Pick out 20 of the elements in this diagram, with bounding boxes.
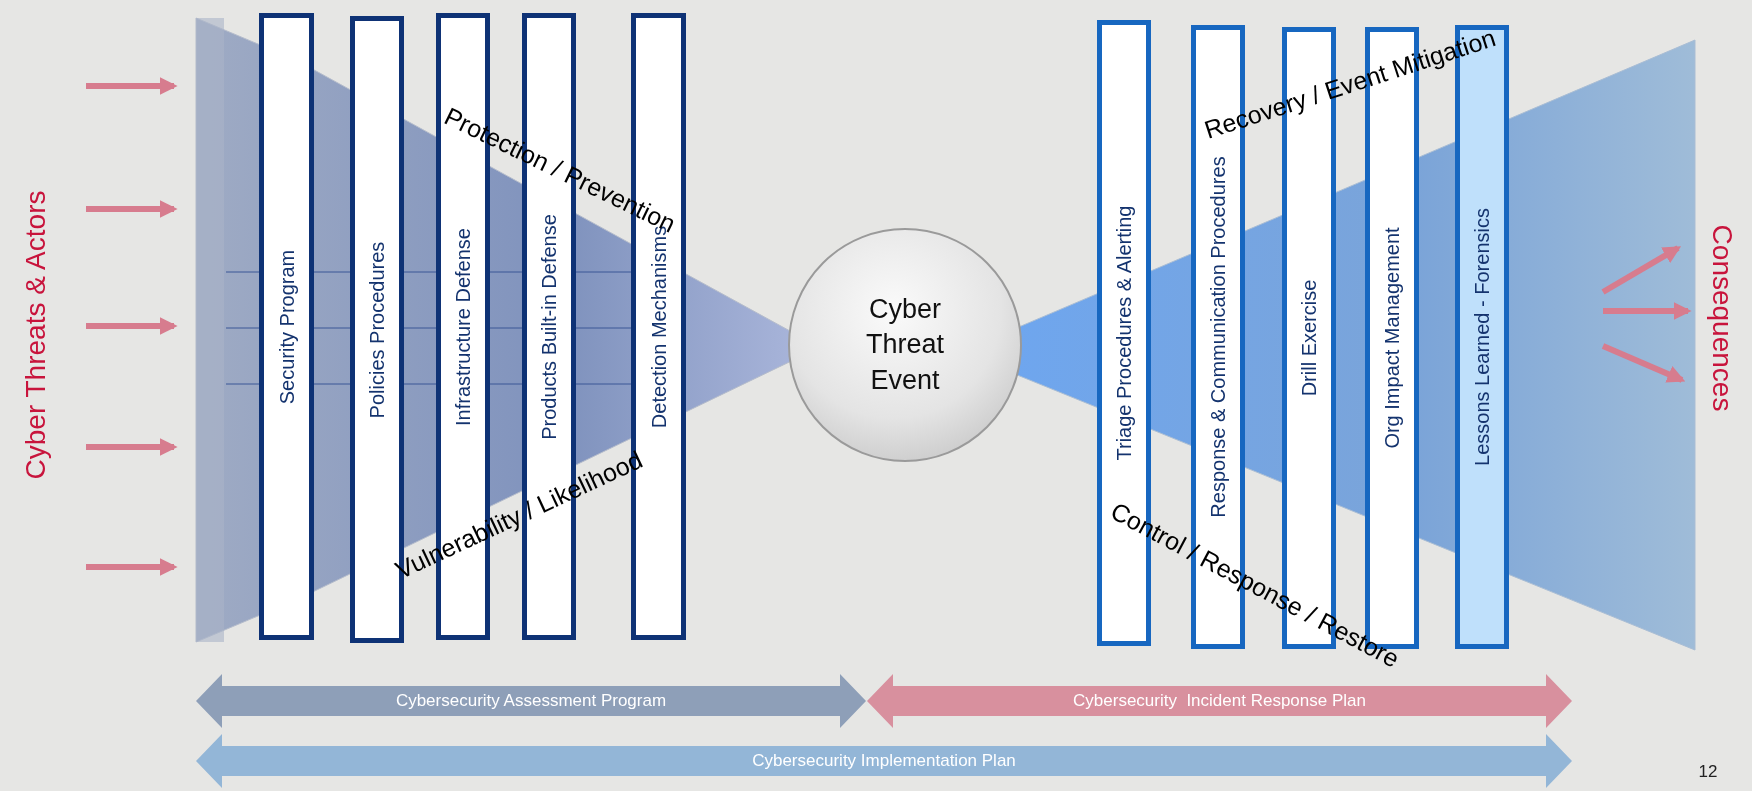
side-label: Cyber Threats & Actors bbox=[20, 190, 52, 480]
node-label: Cybersecurity Implementation Plan bbox=[751, 751, 1017, 771]
side-label: Consequences bbox=[1706, 224, 1738, 412]
node-label: Cyber Threat Event bbox=[864, 293, 945, 397]
control-bar bbox=[259, 13, 314, 640]
node-label: Cybersecurity Assessment Program bbox=[394, 691, 668, 711]
node-label: Policies Procedures bbox=[365, 241, 389, 418]
plan-banner bbox=[867, 674, 1572, 728]
node-label: Triage Procedures & Alerting bbox=[1112, 205, 1136, 461]
node-label: Cybersecurity Incident Response Plan bbox=[1072, 691, 1367, 711]
node-label: Security Program bbox=[275, 249, 298, 404]
node-label: Infrastructure Defense bbox=[451, 227, 475, 426]
plan-banner bbox=[196, 734, 1572, 788]
page-number: 12 bbox=[1698, 762, 1718, 782]
node-label: Drill Exercise bbox=[1297, 279, 1321, 397]
plan-banner bbox=[196, 674, 866, 728]
node-label: Products Built-in Defense bbox=[537, 213, 561, 440]
node-label: Response & Communication Procedures bbox=[1206, 156, 1230, 518]
node-label: Lessons Learned - Forensics bbox=[1470, 208, 1494, 466]
node-label: Org Impact Management bbox=[1380, 227, 1404, 449]
